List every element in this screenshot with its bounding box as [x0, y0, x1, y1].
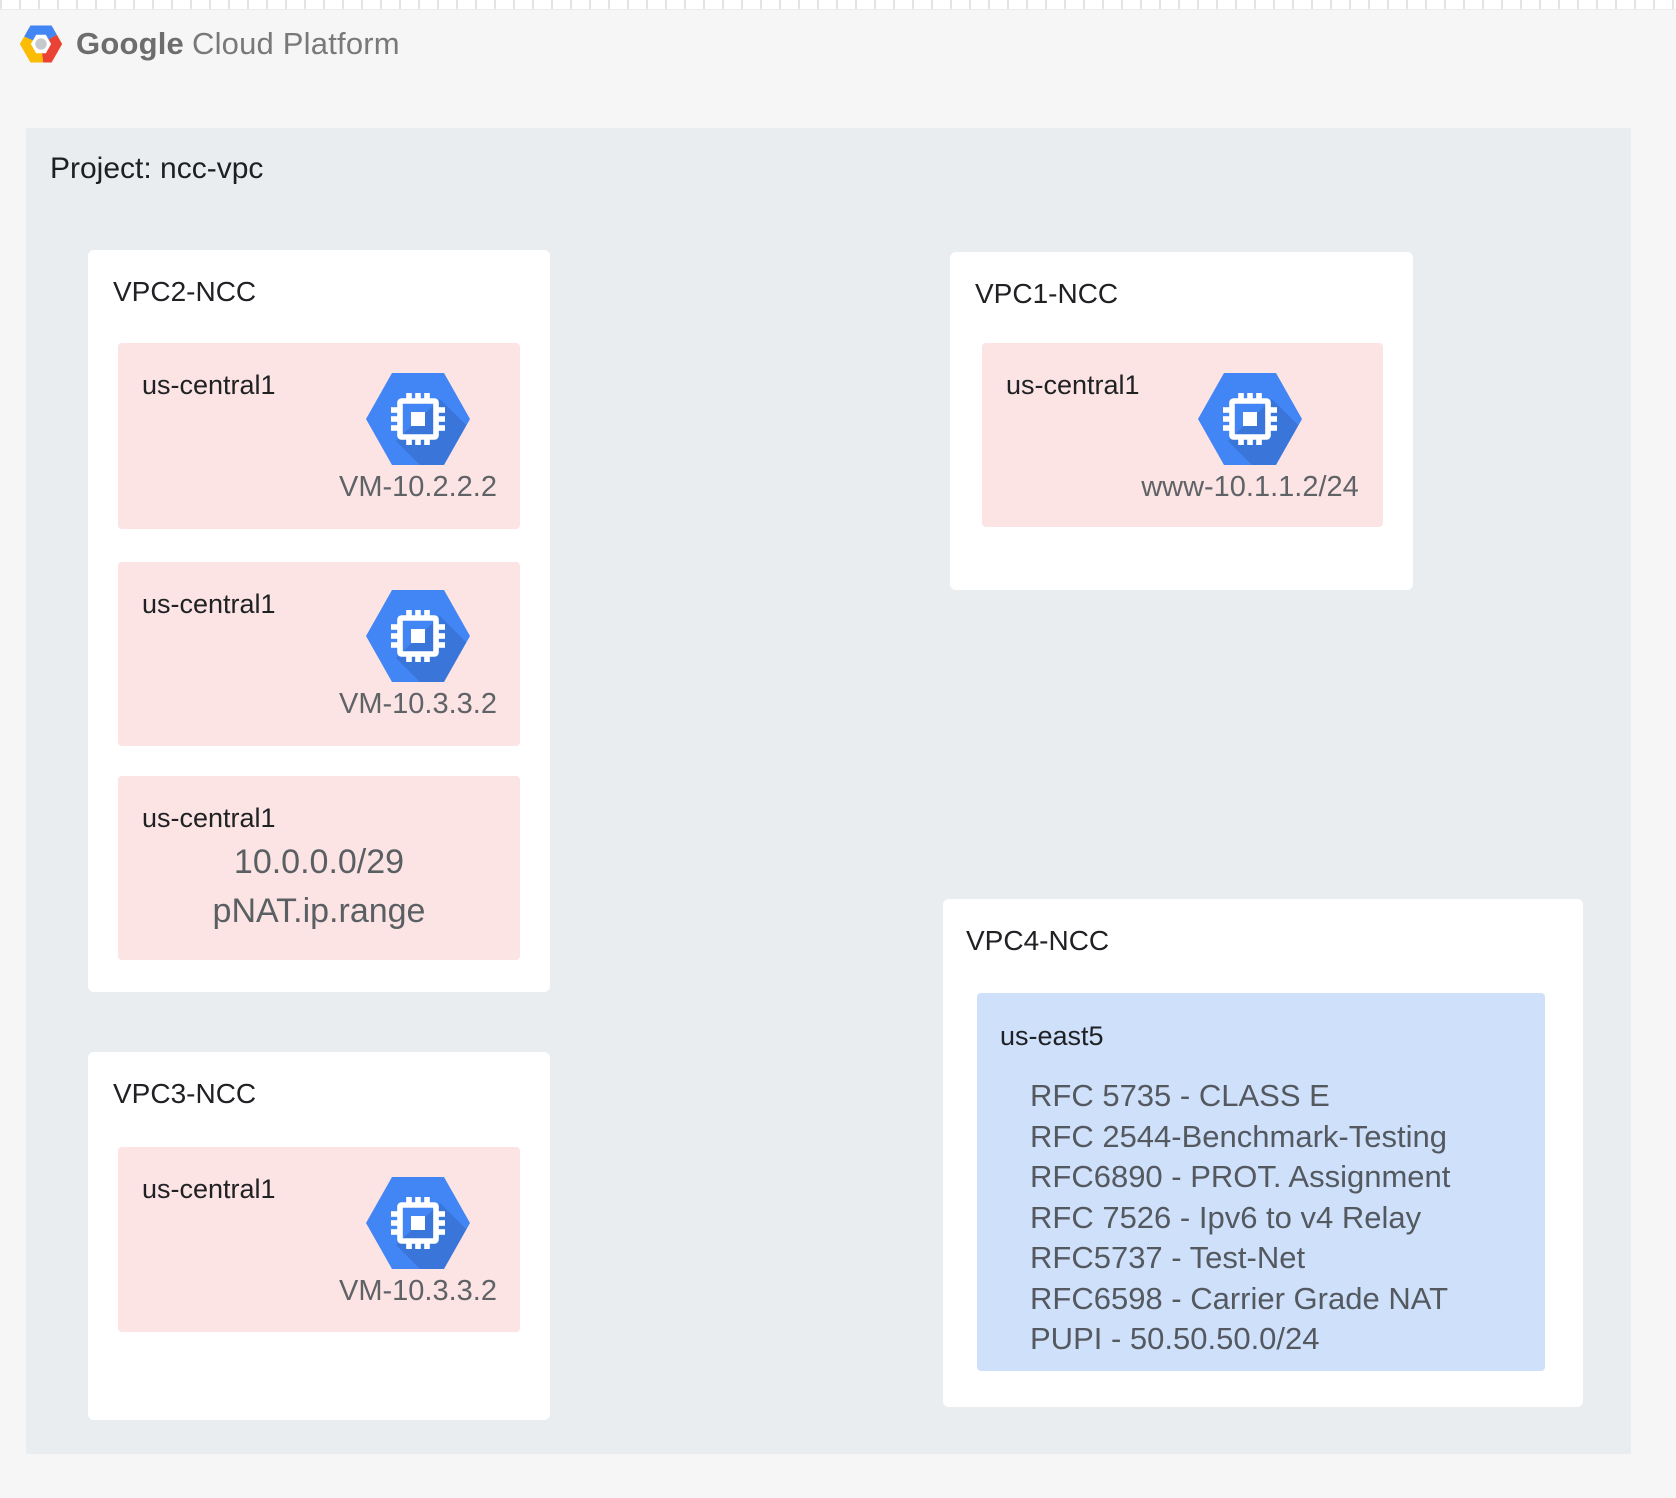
region-label: us-central1: [142, 803, 276, 833]
region-label: us-central1: [142, 589, 276, 619]
region-us-central1: us-central1 VM-10.3.3.2: [118, 562, 520, 746]
rfc-list-item: RFC6890 - PROT. Assignment: [1030, 1159, 1451, 1194]
logo-word-google: Google: [76, 26, 184, 61]
rfc-list-item: PUPI - 50.50.50.0/24: [1030, 1321, 1320, 1356]
rfc-list-item: RFC 5735 - CLASS E: [1030, 1078, 1330, 1113]
vpc-title: VPC1-NCC: [975, 278, 1119, 309]
vm-label: VM-10.2.2.2: [339, 471, 497, 503]
vpc-card-vpc2-ncc: VPC2-NCC us-central1 VM-10.2.2.2 us-cent…: [88, 250, 550, 992]
vm-instance: VM-10.2.2.2: [298, 373, 538, 504]
region-us-central1: us-central1 VM-10.2.2.2: [118, 343, 520, 529]
vpc-card-vpc4-ncc: VPC4-NCC us-east5 RFC 5735 - CLASS E RFC…: [943, 899, 1583, 1407]
vpc-card-vpc1-ncc: VPC1-NCC us-central1 www-10.1.1.2/24: [950, 252, 1413, 590]
vpc-title: VPC3-NCC: [113, 1078, 257, 1109]
rfc-range-list: RFC 5735 - CLASS E RFC 2544-Benchmark-Te…: [1030, 1076, 1450, 1360]
rfc-list-item: RFC5737 - Test-Net: [1030, 1240, 1306, 1275]
vm-label: www-10.1.1.2/24: [1141, 471, 1359, 503]
compute-engine-icon: [366, 590, 470, 682]
canvas-grid-ruler: [0, 0, 1676, 10]
vpc-card-vpc3-ncc: VPC3-NCC us-central1 VM-10.3.3.2: [88, 1052, 550, 1420]
region-us-central1: us-central1 www-10.1.1.2/24: [982, 343, 1383, 527]
rfc-list-item: RFC6598 - Carrier Grade NAT: [1030, 1280, 1449, 1316]
region-us-east5: us-east5 RFC 5735 - CLASS E RFC 2544-Ben…: [977, 993, 1545, 1371]
region-label: us-central1: [1006, 370, 1140, 400]
compute-engine-icon: [366, 373, 470, 465]
logo-word-cloud-platform: Cloud Platform: [191, 26, 400, 61]
gcp-logo-icon: [19, 25, 63, 63]
vpc-title: VPC4-NCC: [966, 925, 1110, 956]
rfc-list-item: RFC 2544-Benchmark-Testing: [1030, 1118, 1447, 1154]
vm-label: VM-10.3.3.2: [339, 688, 497, 720]
vm-instance: www-10.1.1.2/24: [1130, 373, 1370, 504]
compute-engine-icon: [366, 1177, 470, 1269]
region-label: us-central1: [142, 370, 276, 400]
region-us-central1: us-central1 10.0.0.0/29 pNAT.ip.range: [118, 776, 520, 960]
vm-instance: VM-10.3.3.2: [298, 1177, 538, 1308]
vpc-title: VPC2-NCC: [113, 276, 257, 307]
rfc-list-item: RFC 7526 - Ipv6 to v4 Relay: [1030, 1199, 1422, 1235]
vm-instance: VM-10.3.3.2: [298, 590, 538, 721]
nat-ip-range: 10.0.0.0/29 pNAT.ip.range: [118, 838, 520, 936]
vm-label: VM-10.3.3.2: [339, 1275, 497, 1307]
nat-ip-range-name: pNAT.ip.range: [212, 892, 426, 930]
region-us-central1: us-central1 VM-10.3.3.2: [118, 1147, 520, 1332]
region-label: us-central1: [142, 1174, 276, 1204]
compute-engine-icon: [1198, 373, 1302, 465]
nat-ip-range-cidr: 10.0.0.0/29: [233, 843, 405, 881]
project-label: Project: ncc-vpc: [50, 152, 264, 185]
region-label: us-east5: [1000, 1021, 1104, 1051]
